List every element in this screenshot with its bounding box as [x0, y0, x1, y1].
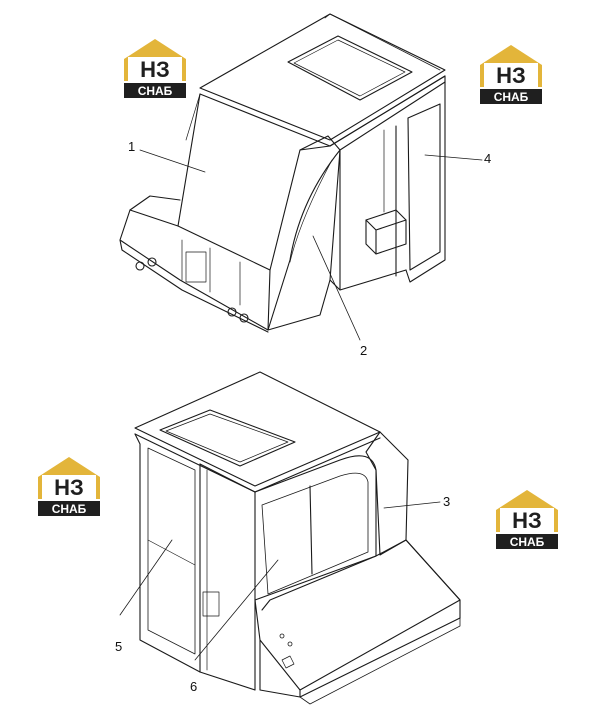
cab-bottom-view — [119, 371, 461, 705]
callout-1: 1 — [128, 139, 136, 154]
brand-logo: НЗ СНАБ — [480, 45, 542, 104]
logo-top-text: НЗ — [54, 475, 84, 500]
callout-6: 6 — [190, 679, 198, 694]
logo-top-text: НЗ — [496, 63, 526, 88]
roof-hatch-bottom — [159, 409, 296, 467]
callout-4: 4 — [484, 151, 492, 166]
logo-bottom-text: СНАБ — [510, 535, 545, 549]
cab-top-view — [119, 13, 483, 341]
logo-top-text: НЗ — [140, 57, 170, 82]
rear-panel — [177, 93, 331, 271]
callout-5: 5 — [115, 639, 123, 654]
door-frame — [329, 75, 446, 283]
seat-box — [365, 209, 407, 255]
windshield — [254, 455, 377, 611]
brand-logo: НЗ СНАБ — [38, 457, 100, 516]
side-door — [134, 433, 201, 673]
roof-top — [199, 13, 446, 141]
brand-logo: НЗ СНАБ — [124, 39, 186, 98]
logo-bottom-text: СНАБ — [138, 84, 173, 98]
rear-side-panel — [365, 431, 409, 556]
logo-bottom-text: СНАБ — [494, 90, 529, 104]
logo-bottom-text: СНАБ — [52, 502, 87, 516]
roof-hatch — [287, 35, 413, 101]
logo-top-text: НЗ — [512, 508, 542, 533]
base-frame — [119, 209, 269, 331]
side-panel — [267, 135, 341, 331]
brand-logo: НЗ СНАБ — [496, 490, 558, 549]
callout-3: 3 — [443, 494, 451, 509]
callout-2: 2 — [360, 343, 368, 358]
